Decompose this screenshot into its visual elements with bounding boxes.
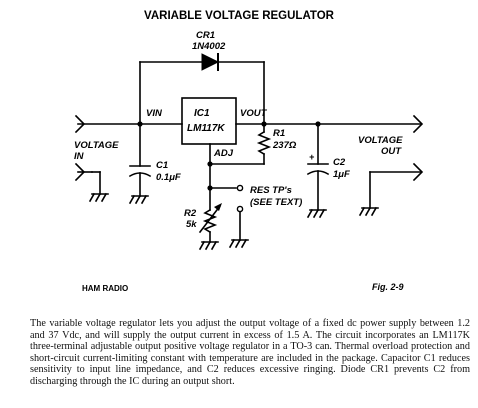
ground-symbol-input	[88, 192, 109, 203]
r2-ref-label: R2	[184, 208, 197, 219]
c2-polarity-label: +	[309, 152, 315, 162]
ground-symbol-r2	[198, 240, 219, 251]
diode-cr1-symbol	[201, 53, 220, 71]
ground-symbol-c2	[306, 208, 327, 219]
ground-symbol-output	[358, 206, 379, 217]
res-tp-label-line2: (SEE TEXT)	[250, 197, 302, 208]
ic1-ref-label: IC1	[194, 108, 210, 119]
ic1-body	[181, 97, 237, 145]
voltage-out-label-line1: VOLTAGE	[358, 135, 403, 146]
cr1-part-label: 1N4002	[192, 41, 226, 52]
c2-ref-label: C2	[333, 157, 346, 168]
adj-label: ADJ	[213, 148, 234, 159]
junction-dots	[137, 121, 321, 191]
input-ground-arrow	[74, 162, 86, 182]
vin-label: VIN	[146, 108, 163, 119]
ground-symbol-c1	[128, 194, 149, 205]
voltage-out-label-line2: OUT	[381, 146, 402, 157]
input-arrow	[74, 114, 86, 134]
cr1-ref-label: CR1	[196, 30, 215, 41]
voltage-in-label-line1: VOLTAGE	[74, 140, 119, 151]
output-ground-arrow	[412, 162, 424, 182]
source-label: HAM RADIO	[82, 284, 128, 293]
figure-label: Fig. 2-9	[372, 282, 404, 292]
output-arrow	[412, 114, 424, 134]
c1-ref-label: C1	[156, 160, 168, 171]
r2-arrow-line	[198, 204, 222, 234]
res-tp-label-line1: RES TP's	[250, 185, 292, 196]
ground-symbol-res-tp	[228, 238, 249, 249]
figure-caption: The variable voltage regulator lets you …	[30, 318, 470, 387]
res-test-points	[236, 184, 244, 213]
diagram-title: VARIABLE VOLTAGE REGULATOR	[144, 10, 335, 22]
voltage-in-label-line2: IN	[74, 151, 85, 162]
r1-ref-label: R1	[273, 128, 285, 139]
schematic-diagram: VARIABLE VOLTAGE REGULATOR CR1 1N4002 VI…	[74, 10, 424, 293]
r2-arrow-head	[214, 203, 222, 211]
r2-resistor-zigzag	[202, 208, 218, 234]
r1-resistor-zigzag	[256, 130, 272, 156]
c1-value-label: 0.1μF	[156, 172, 181, 183]
c2-value-label: 1μF	[333, 169, 350, 180]
ic1-part-label: LM117K	[187, 123, 225, 134]
r1-value-label: 237Ω	[272, 140, 297, 151]
vout-label: VOUT	[240, 108, 268, 119]
r2-value-label: 5k	[186, 219, 197, 230]
